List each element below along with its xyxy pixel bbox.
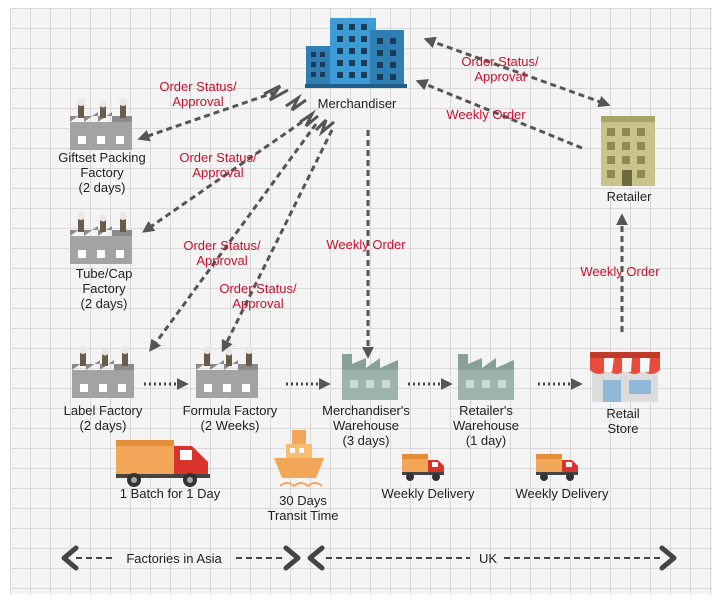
retail-store-label: Retail Store bbox=[606, 406, 639, 436]
label-factory-icon bbox=[72, 346, 134, 398]
tubecap-factory-label: Tube/Cap Factory (2 days) bbox=[76, 266, 133, 311]
retailer-label: Retailer bbox=[606, 189, 652, 204]
status2-line1: Order Status/ bbox=[179, 150, 257, 165]
retailer-warehouse-icon bbox=[458, 354, 514, 400]
store-label-line1: Retail bbox=[606, 406, 640, 421]
arrow-merch-retailer-status bbox=[423, 36, 611, 108]
giftset-label-line1: Giftset Packing bbox=[58, 150, 146, 165]
merchandiser-warehouse-icon bbox=[342, 354, 398, 400]
formula-factory-icon bbox=[196, 346, 258, 398]
status-label-formula: Order Status/ Approval bbox=[219, 281, 296, 311]
status4-line1: Order Status/ bbox=[219, 281, 297, 296]
asia-left-chevron-icon bbox=[61, 545, 79, 571]
status-label-retailer: Order Status/ Approval bbox=[461, 54, 538, 84]
giftset-factory-icon bbox=[70, 98, 132, 150]
tubecap-factory-icon bbox=[70, 212, 132, 264]
arrow-merch-to-tubecap bbox=[142, 120, 303, 233]
asia-right-chevron-icon bbox=[283, 545, 301, 571]
store-label-line2: Store bbox=[607, 421, 639, 436]
transit-label: 30 Days Transit Time bbox=[267, 493, 338, 523]
weekly-delivery-label-1: Weekly Delivery bbox=[381, 486, 475, 501]
batch-truck-icon bbox=[116, 440, 210, 487]
giftset-label-line2: Factory bbox=[80, 165, 124, 180]
giftset-label-line3: (2 days) bbox=[78, 180, 126, 195]
giftset-factory-label: Giftset Packing Factory (2 days) bbox=[58, 150, 145, 195]
status3-line1: Order Status/ bbox=[183, 238, 261, 253]
region-asia-label: Factories in Asia bbox=[126, 551, 222, 566]
label-factory-line1: Label Factory bbox=[63, 403, 143, 418]
retail-wh-line3: (1 day) bbox=[465, 433, 507, 448]
status-label-label-factory: Order Status/ Approval bbox=[183, 238, 260, 268]
retail-wh-line1: Retailer's bbox=[459, 403, 513, 418]
status2-line2: Approval bbox=[192, 165, 244, 180]
merch-wh-line2: Warehouse bbox=[333, 418, 399, 433]
label-factory-label: Label Factory (2 days) bbox=[64, 403, 143, 433]
retailer-warehouse-label: Retailer's Warehouse (1 day) bbox=[453, 403, 519, 448]
transit-line1: 30 Days bbox=[279, 493, 327, 508]
formula-factory-line2: (2 Weeks) bbox=[200, 418, 260, 433]
arrow-merch-to-giftset bbox=[137, 90, 277, 142]
uk-right-chevron-icon bbox=[659, 545, 677, 571]
merchandiser-label: Merchandiser bbox=[317, 96, 397, 111]
status1-line1: Order Status/ bbox=[159, 79, 237, 94]
status5-line2: Approval bbox=[474, 69, 526, 84]
batch-label: 1 Batch for 1 Day bbox=[119, 486, 221, 501]
merch-wh-line1: Merchandiser's bbox=[322, 403, 410, 418]
merchandiser-building-icon bbox=[305, 18, 407, 88]
status4-line2: Approval bbox=[232, 296, 284, 311]
formula-factory-line1: Formula Factory bbox=[182, 403, 278, 418]
label-factory-line2: (2 days) bbox=[79, 418, 127, 433]
delivery-truck-icon-1 bbox=[402, 454, 444, 481]
status5-line1: Order Status/ bbox=[461, 54, 539, 69]
formula-factory-label: Formula Factory (2 Weeks) bbox=[183, 403, 278, 433]
status-label-giftset: Order Status/ Approval bbox=[159, 79, 236, 109]
retail-store-icon bbox=[590, 352, 660, 402]
delivery-truck-icon-2 bbox=[536, 454, 578, 481]
weekly-order-store-to-retailer: Weekly Order bbox=[580, 264, 660, 279]
cargo-ship-icon bbox=[274, 430, 324, 488]
status-label-tubecap: Order Status/ Approval bbox=[179, 150, 256, 180]
tubecap-label-line3: (2 days) bbox=[80, 296, 128, 311]
region-uk-label: UK bbox=[478, 551, 498, 566]
transit-line2: Transit Time bbox=[267, 508, 339, 523]
tubecap-label-line1: Tube/Cap bbox=[75, 266, 133, 281]
arrow-merch-to-formula bbox=[221, 129, 334, 353]
tubecap-label-line2: Factory bbox=[82, 281, 126, 296]
retailer-building-icon bbox=[601, 116, 655, 186]
merch-wh-line3: (3 days) bbox=[342, 433, 390, 448]
status1-line2: Approval bbox=[172, 94, 224, 109]
status-return-arrows bbox=[263, 84, 335, 137]
merchandiser-warehouse-label: Merchandiser's Warehouse (3 days) bbox=[322, 403, 410, 448]
status3-line2: Approval bbox=[196, 253, 248, 268]
weekly-delivery-label-2: Weekly Delivery bbox=[515, 486, 609, 501]
retail-wh-line2: Warehouse bbox=[453, 418, 519, 433]
weekly-order-merch-to-warehouse: Weekly Order bbox=[326, 237, 406, 252]
arrow-merch-to-label bbox=[149, 123, 318, 352]
uk-left-chevron-icon bbox=[307, 545, 325, 571]
weekly-order-retailer-to-merch: Weekly Order bbox=[446, 107, 526, 122]
